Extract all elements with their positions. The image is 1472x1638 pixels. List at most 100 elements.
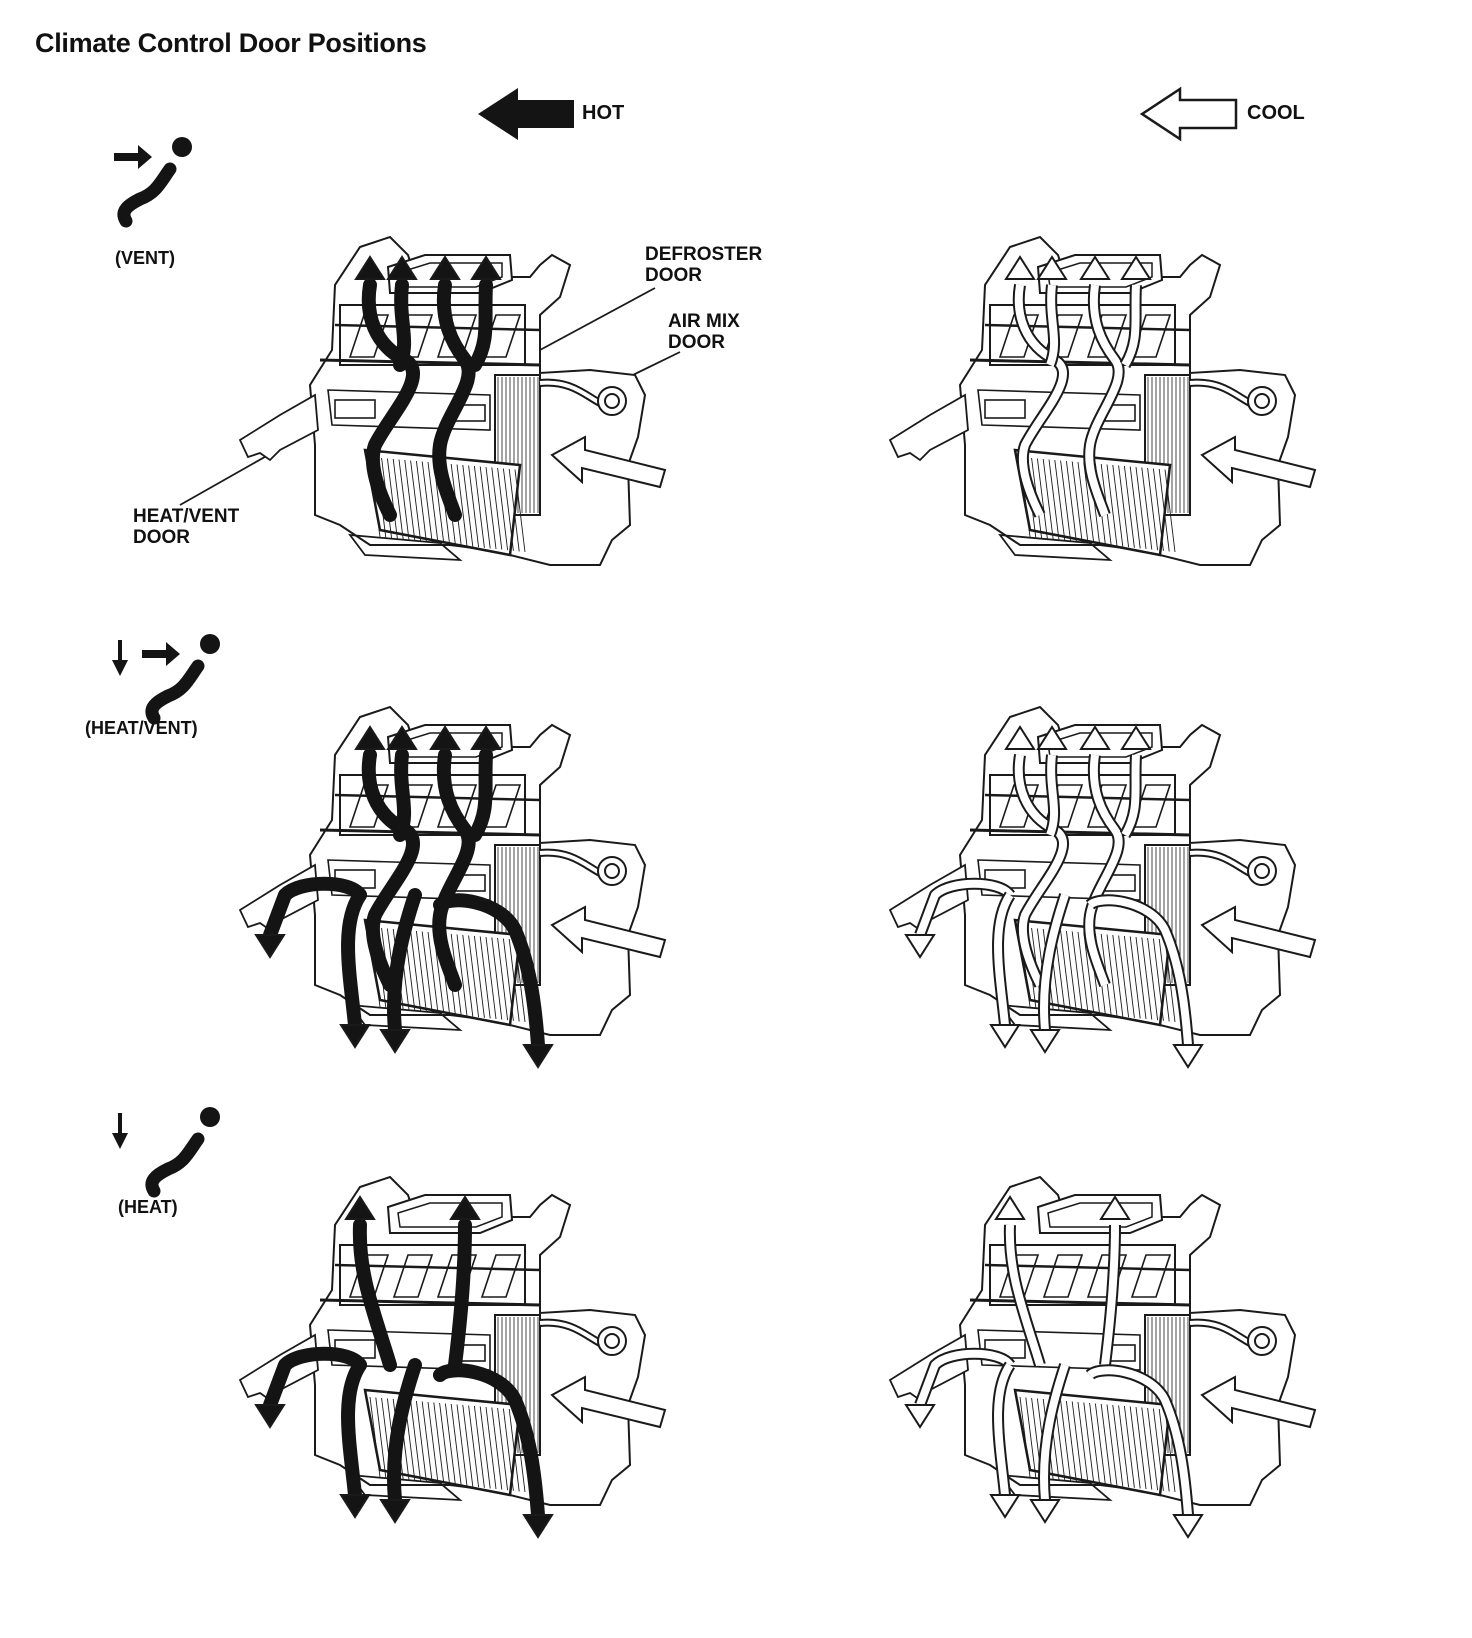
drain-tray	[348, 533, 463, 562]
drain-tray	[998, 533, 1113, 562]
evaporator-hatch	[433, 1402, 445, 1484]
evaporator-hatch	[502, 1408, 514, 1491]
airflow-vent-arrowhead	[1079, 725, 1111, 750]
airflow-floor-arrowhead	[522, 1044, 554, 1069]
evaporator-hatch	[1164, 1409, 1176, 1493]
evaporator-hatch	[1118, 465, 1130, 548]
airflow-vent-arrowhead	[386, 255, 418, 280]
evaporator-hatch	[1147, 467, 1159, 551]
airflow-vent-path	[468, 278, 493, 372]
evaporator-hatch	[421, 461, 433, 543]
airflow-floor-arrowhead	[904, 1404, 936, 1429]
pipe-coupling	[597, 386, 627, 416]
heater-unit-vent-cool	[888, 235, 1317, 566]
airflow-vent-path	[468, 748, 493, 842]
page-title: Climate Control Door Positions	[35, 28, 427, 58]
evaporator-hatch	[1077, 1401, 1089, 1484]
evaporator-hatch	[1065, 460, 1077, 542]
airflow-vent-path	[432, 278, 476, 522]
airflow-floor-arrowhead	[379, 1029, 411, 1054]
evaporator-hatch	[473, 935, 485, 1018]
airflow-floor-arrowhead	[254, 1404, 286, 1429]
mode-label-heat: (HEAT)	[118, 1197, 178, 1217]
evaporator-hatch	[450, 1403, 462, 1486]
evaporator-hatch	[1025, 1397, 1037, 1478]
airflow-vent-arrowhead	[429, 725, 461, 750]
cool-arrow-icon	[1139, 86, 1238, 142]
evaporator-hatch	[485, 1406, 497, 1490]
evaporator-hatch	[386, 458, 398, 539]
evaporator-hatch	[491, 937, 503, 1020]
airflow-floor-arrowhead	[339, 1024, 371, 1049]
evaporator-hatch	[1141, 937, 1153, 1020]
evaporator-hatch	[497, 1407, 509, 1491]
evaporator-hatch	[1152, 1408, 1164, 1491]
evaporator-hatch	[497, 467, 509, 551]
heater-pipe-inner	[1189, 380, 1251, 405]
airflow-vent-path	[1014, 284, 1067, 517]
evaporator-hatch	[473, 1405, 485, 1488]
door-flap	[334, 399, 376, 419]
airflow-floor-path	[994, 892, 1014, 1026]
defroster-duct	[1036, 1194, 1164, 1234]
airflow-floor-path	[916, 1349, 1014, 1407]
evaporator-hatch	[1158, 468, 1170, 552]
hot-legend-label: HOT	[582, 102, 625, 124]
evaporator-hatch	[1164, 939, 1176, 1023]
inlet-air-arrow	[550, 905, 667, 959]
evaporator-hatch	[415, 1400, 427, 1482]
evaporator-hatch	[1089, 1402, 1101, 1485]
airflow-vent-path	[1085, 754, 1123, 987]
evaporator-hatch	[444, 1403, 456, 1485]
pipe-coupling	[597, 1326, 627, 1356]
evaporator-hatch	[1141, 467, 1153, 550]
airflow-vent-path	[393, 278, 412, 372]
airflow-vent-path	[1014, 754, 1067, 987]
heater-pipe-inner	[1189, 1320, 1251, 1345]
vent-louver	[392, 1254, 434, 1298]
evaporator-hatch	[1112, 464, 1124, 547]
airflow-vent-arrowhead	[470, 255, 502, 280]
evaporator-hatch	[1065, 1400, 1077, 1482]
evaporator-hatch	[410, 930, 422, 1012]
vent-louver	[436, 1254, 478, 1298]
airflow-vent-path	[432, 748, 476, 992]
airflow-vent-arrowhead	[354, 725, 386, 750]
airflow-floor-arrowhead	[1029, 1499, 1061, 1524]
airflow-vent-arrowhead	[1079, 255, 1111, 280]
airflow-vent-arrowhead	[1036, 725, 1068, 750]
evaporator-hatch	[1065, 930, 1077, 1012]
vent-louver	[998, 784, 1040, 828]
mix-chamber	[977, 389, 1141, 431]
evaporator-hatch	[502, 938, 514, 1021]
evaporator-hatch	[410, 1400, 422, 1482]
evaporator-hatch	[1077, 461, 1089, 544]
evaporator-hatch	[468, 465, 480, 548]
airflow-vent-arrowhead	[1004, 725, 1036, 750]
actuator-rod	[319, 828, 541, 837]
evaporator-hatch	[491, 1407, 503, 1490]
pipe-coupling-inner	[604, 393, 620, 409]
evaporator-hatch	[1112, 934, 1124, 1017]
evaporator-hatch	[1042, 458, 1054, 540]
defroster-duct-inner	[397, 1202, 503, 1228]
evaporator-hatch	[1083, 932, 1095, 1014]
evaporator-hatch	[1164, 469, 1176, 553]
airflow-vent-arrowhead	[470, 725, 502, 750]
airflow-floor-arrowhead	[1029, 1029, 1061, 1054]
evaporator-hatch	[508, 468, 520, 552]
evaporator-hatch	[404, 459, 416, 541]
airflow-floor-path	[1040, 893, 1069, 1031]
evaporator-hatch	[1135, 1406, 1147, 1490]
evaporator-hatch	[1083, 1402, 1095, 1484]
evaporator-hatch	[1135, 466, 1147, 550]
evaporator-hatch	[468, 935, 480, 1018]
evaporator-hatch	[1100, 1403, 1112, 1486]
evaporator-hatch	[427, 931, 439, 1014]
evaporator-hatch	[1147, 1407, 1159, 1491]
evaporator-hatch	[1048, 459, 1060, 541]
evaporator-hatch	[456, 934, 468, 1017]
heater-unit-heat-cool	[888, 1175, 1317, 1539]
airflow-defrost-path	[1005, 1224, 1044, 1367]
heater-unit-heat-hot	[238, 1175, 667, 1539]
